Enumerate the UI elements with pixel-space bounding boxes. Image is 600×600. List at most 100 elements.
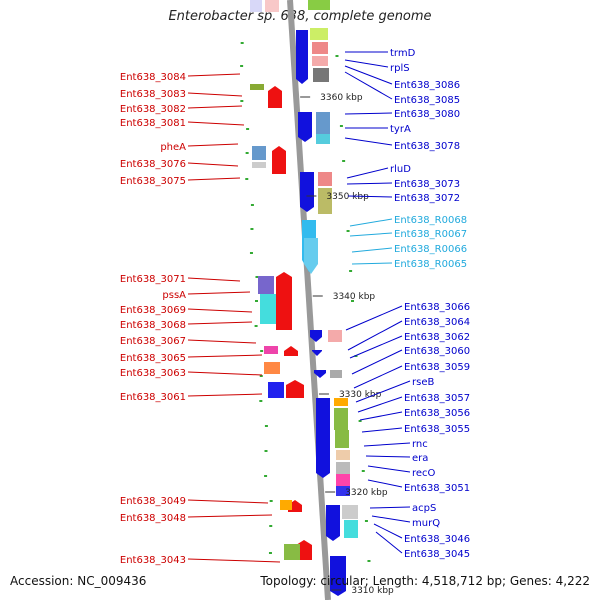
ruler-dot (264, 425, 268, 427)
leader-line (187, 277, 241, 282)
ruler-dot (268, 552, 272, 554)
leader-line (361, 427, 403, 433)
gene-block (258, 276, 274, 294)
map-title: Enterobacter sp. 638, complete genome (168, 9, 432, 24)
gene-label-right: rluD (390, 164, 411, 175)
gene-label-right: Ent638_3072 (394, 193, 460, 204)
leader-line (353, 365, 403, 389)
gene-label-left: Ent638_3084 (120, 72, 186, 83)
leader-line (351, 262, 393, 265)
ruler-dot (240, 42, 244, 44)
leader-line (344, 71, 393, 100)
leader-line (187, 73, 241, 77)
gene-label-right: rplS (390, 63, 410, 74)
leader-line (187, 105, 243, 109)
gene-label-right: acpS (412, 503, 436, 514)
leader-line (351, 349, 403, 375)
gene-label-right: Ent638_R0065 (394, 259, 467, 270)
leader-line (344, 137, 393, 146)
gene-arrow-forward (316, 398, 330, 478)
gene-block (334, 398, 348, 406)
leader-line (187, 308, 253, 313)
gene-block (250, 84, 264, 90)
gene-block (335, 430, 349, 448)
gene-arrow-forward (312, 350, 322, 356)
leader-line (347, 195, 393, 198)
leader-line (187, 321, 253, 325)
ruler-dot (240, 65, 244, 67)
gene-label-left: Ent638_3071 (120, 274, 186, 285)
gene-label-right: Ent638_3062 (404, 332, 470, 343)
ruler-dot (250, 204, 254, 206)
gene-label-left: Ent638_3076 (120, 159, 186, 170)
ruler-dot (254, 325, 258, 327)
gene-arrow-reverse (272, 146, 286, 174)
leader-line (187, 371, 263, 376)
ruler-dot (255, 276, 259, 278)
gene-label-right: Ent638_3086 (394, 80, 460, 91)
gene-label-right: Ent638_3056 (404, 408, 470, 419)
gene-label-left: Ent638_3082 (120, 104, 186, 115)
scale-tick-label: 3340 kbp (333, 292, 376, 302)
leader-line (187, 177, 241, 181)
accession-text: Accession: NC_009436 (10, 574, 147, 588)
gene-label-left: Ent638_3049 (120, 496, 186, 507)
ruler-dot (260, 350, 264, 352)
gene-block (316, 134, 330, 144)
leader-line (351, 247, 393, 253)
scale-tick-label: 3330 kbp (339, 390, 382, 400)
gene-label-left: Ent638_3065 (120, 353, 186, 364)
gene-label-right: Ent638_3078 (394, 141, 460, 152)
gene-label-left: Ent638_3067 (120, 336, 186, 347)
gene-block (336, 486, 350, 496)
gene-arrow-reverse (286, 380, 304, 398)
gene-label-right: Ent638_3051 (404, 483, 470, 494)
ruler-dot (245, 178, 249, 180)
ruler-dot (367, 560, 371, 562)
gene-label-right: Ent638_3059 (404, 362, 470, 373)
leader-line (357, 396, 403, 413)
gene-label-right: Ent638_3080 (394, 109, 460, 120)
gene-arrow-reverse (268, 86, 282, 108)
gene-block (252, 146, 266, 160)
gene-label-left: Ent638_3043 (120, 555, 186, 566)
leader-line (369, 506, 411, 509)
gene-block (330, 370, 342, 378)
gene-arrow-forward (314, 370, 326, 378)
gene-label-left: Ent638_3069 (120, 305, 186, 316)
gene-arrow-forward (300, 172, 314, 212)
ruler-dot (264, 450, 268, 452)
rna-gene-arrow (304, 238, 318, 274)
gene-block (250, 0, 262, 12)
ruler-dot (269, 525, 273, 527)
leader-line (346, 167, 389, 179)
gene-label-right: Ent638_3046 (404, 534, 470, 545)
ruler-dot (342, 160, 346, 162)
leader-line (375, 531, 403, 554)
gene-block (308, 0, 330, 10)
gene-label-right: Ent638_3085 (394, 95, 460, 106)
gene-block (313, 68, 329, 82)
ruler-dot (259, 400, 263, 402)
leader-line (187, 143, 239, 147)
scale-tick-label: 3350 kbp (326, 192, 369, 202)
leader-line (187, 92, 243, 97)
gene-label-right: Ent638_R0068 (394, 215, 467, 226)
gene-arrow-forward (330, 556, 346, 596)
gene-block (284, 544, 300, 560)
gene-block (344, 520, 358, 538)
gene-arrow-reverse (276, 272, 292, 330)
gene-label-right: Ent638_3066 (404, 302, 470, 313)
gene-block (310, 28, 328, 40)
ruler-dot (240, 100, 244, 102)
ruler-dot (269, 500, 273, 502)
ruler-dot (351, 300, 354, 302)
ruler-dot (335, 55, 339, 57)
gene-block (328, 330, 342, 342)
leader-line (345, 305, 403, 331)
leader-line (187, 558, 281, 563)
leader-line (187, 339, 257, 344)
leader-line (371, 515, 411, 523)
leader-line (187, 499, 269, 504)
